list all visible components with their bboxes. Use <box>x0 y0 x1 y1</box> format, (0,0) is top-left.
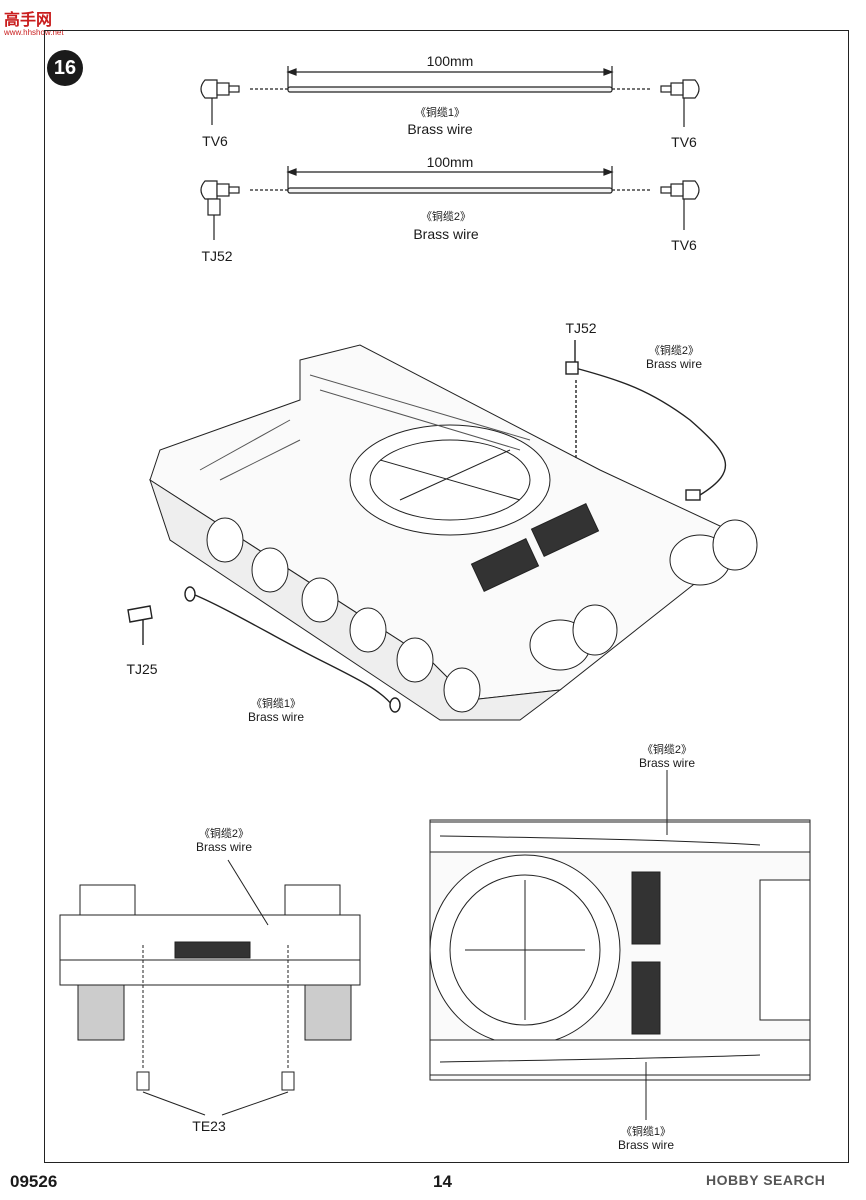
tank-hull-isometric <box>149 344 758 721</box>
wire-1-diagram <box>200 66 700 127</box>
page-number: 14 <box>433 1172 452 1191</box>
top-view-wire2-en: Brass wire <box>638 756 696 770</box>
wire-2-en-label: Brass wire <box>413 226 479 242</box>
wire-2-right-part: TV6 <box>671 237 697 253</box>
wire-2-diagram <box>200 166 700 240</box>
main-tj25-label: TJ25 <box>126 661 158 677</box>
top-view-wire1-cn: 《铜缆1》 <box>620 1126 672 1138</box>
wire-2-left-part: TJ52 <box>201 248 233 264</box>
rear-wire-en: Brass wire <box>195 840 253 854</box>
tj52-clip <box>565 361 579 375</box>
tv6-left-part <box>200 79 240 125</box>
main-brass-wire-2 <box>574 367 727 496</box>
wire-1-length: 100mm <box>426 53 474 69</box>
site-logo-text: 高手网 <box>4 12 53 29</box>
top-view-wire2-cn: 《铜缆2》 <box>641 744 693 756</box>
tj52-part <box>200 180 240 240</box>
wire-1-cn-label: 《铜缆1》 <box>414 107 466 119</box>
rear-te23-label: TE23 <box>192 1118 226 1134</box>
fuel-drums <box>529 519 758 671</box>
step-number: 16 <box>47 50 83 86</box>
main-wire1-cn: 《铜缆1》 <box>250 698 302 710</box>
product-code: 09526 <box>10 1172 58 1191</box>
te23-right <box>281 1071 295 1091</box>
wire-1-left-part: TV6 <box>202 133 228 149</box>
main-tj52-label: TJ52 <box>565 320 597 336</box>
tank-rear-view <box>59 859 361 1116</box>
road-wheels <box>206 517 481 713</box>
brass-wire-2 <box>287 187 613 194</box>
page-frame <box>44 30 849 1163</box>
wire-2-length: 100mm <box>426 154 474 170</box>
wire-1-right-part: TV6 <box>671 134 697 150</box>
brass-wire-1 <box>287 86 613 93</box>
tank-top-view <box>429 770 811 1120</box>
main-wire2-en: Brass wire <box>645 357 703 371</box>
te23-left <box>136 1071 150 1091</box>
tv6-right-part-2 <box>660 180 700 230</box>
top-view-wire1-en: Brass wire <box>617 1138 675 1152</box>
tv6-right-part <box>660 79 700 127</box>
wire-2-cn-label: 《铜缆2》 <box>420 211 472 223</box>
main-wire1-en: Brass wire <box>247 710 305 724</box>
rear-wire-cn: 《铜缆2》 <box>198 828 250 840</box>
site-logo-url: www.hhshow.net <box>4 28 64 37</box>
wire-1-en-label: Brass wire <box>407 121 473 137</box>
site-logo: 高手网 www.hhshow.net <box>4 6 64 37</box>
main-brass-wire-1 <box>194 594 393 706</box>
tj25-part <box>127 605 153 623</box>
main-wire2-cn: 《铜缆2》 <box>648 345 700 357</box>
main-view-wires <box>127 340 727 713</box>
hobby-search-watermark: HOBBY SEARCH <box>706 1172 826 1188</box>
